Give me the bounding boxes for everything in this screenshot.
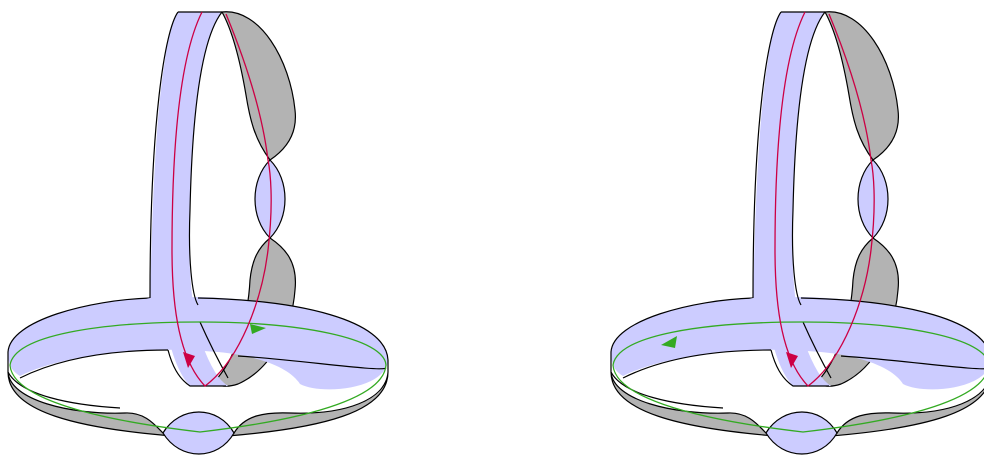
vertical-band-outer-edge — [149, 11, 179, 299]
vertical-band-back-upper — [221, 11, 297, 161]
ribbon-drawing — [610, 11, 984, 455]
horizontal-band-left-edge — [7, 352, 121, 409]
ribbon-figure-left — [0, 0, 420, 459]
vertical-core-curve — [774, 11, 875, 387]
horizontal-band-left-edge — [610, 352, 724, 409]
horizontal-band-outer-right — [197, 297, 389, 372]
horizontal-arrow-head-left — [661, 336, 677, 348]
horizontal-band-outer-right — [800, 297, 984, 344]
horizontal-band-inner-left — [622, 349, 772, 379]
horizontal-core-curve — [9, 321, 387, 433]
horizontal-twist-lens — [765, 411, 838, 455]
horizontal-band-outer-left — [7, 297, 151, 353]
vertical-arrow-head — [183, 352, 195, 368]
vertical-band-bottom-inner — [199, 321, 229, 379]
vertical-band-inner-edge — [791, 11, 826, 306]
vertical-twist-lens — [857, 159, 889, 239]
vertical-band-bottom-left — [770, 349, 829, 387]
horizontal-arrow-head-right — [250, 324, 266, 334]
horizontal-band-outer-left — [610, 297, 754, 353]
vertical-band-face — [748, 12, 831, 386]
vertical-twist-lens — [254, 159, 286, 239]
ribbon-drawing — [7, 11, 389, 455]
vertical-band-inner-edge — [188, 11, 223, 306]
horizontal-core-curve — [612, 321, 984, 433]
horizontal-twist-lens — [162, 411, 235, 455]
vertical-band-face — [145, 12, 228, 386]
vertical-band-bottom-inner — [802, 321, 832, 379]
ribbon-svg-right — [610, 11, 984, 455]
ribbon-figure-right — [603, 0, 984, 459]
vertical-core-curve — [171, 11, 272, 387]
vertical-band-outer-edge — [752, 11, 782, 299]
horizontal-band-inner-left — [19, 349, 169, 379]
vertical-band-bottom-left — [167, 349, 226, 387]
vertical-arrow-head — [786, 352, 798, 368]
ribbon-svg-left — [7, 11, 389, 455]
vertical-band-back-upper — [824, 11, 900, 161]
horizontal-band-inner-right — [237, 355, 387, 370]
